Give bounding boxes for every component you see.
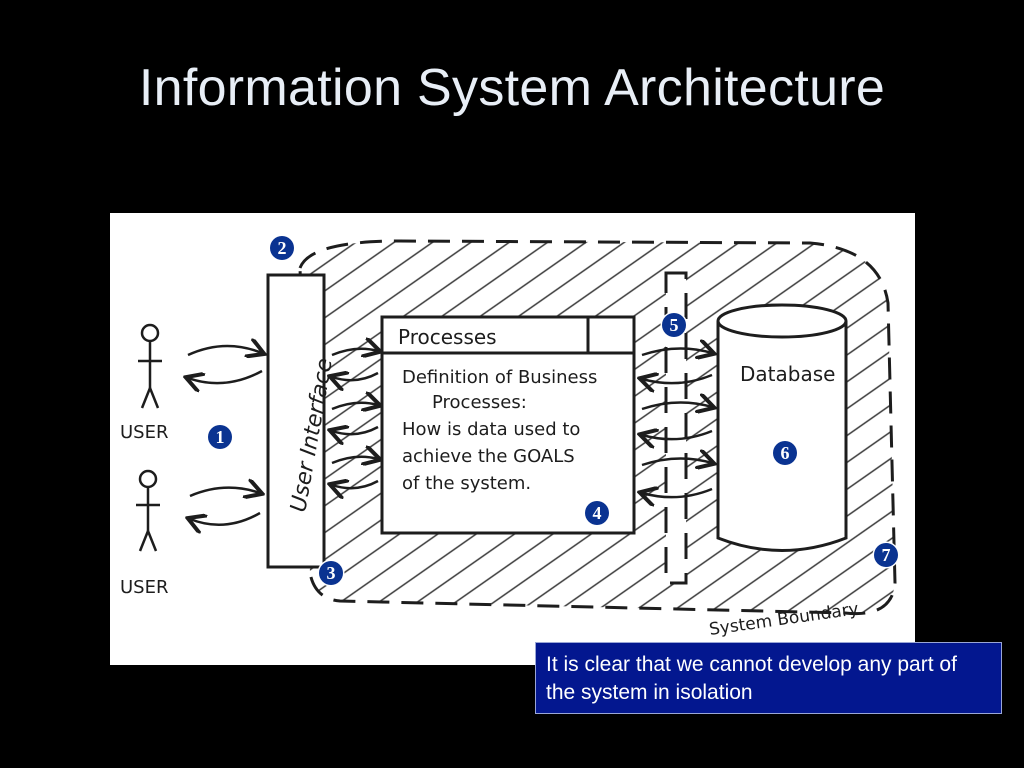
- database-cylinder: Database: [716, 303, 848, 552]
- architecture-sketch: User Interface Processes Definition of B…: [110, 213, 915, 665]
- user-label-1: USER: [120, 422, 168, 443]
- process-database-arrows: [642, 348, 712, 497]
- database-label: Database: [740, 362, 835, 386]
- badge-4: 4: [585, 501, 609, 525]
- slide-title: Information System Architecture: [138, 59, 886, 117]
- processes-line-1: Definition of Business: [402, 367, 597, 388]
- processes-box: Processes Definition of Business Process…: [380, 315, 636, 535]
- badge-7: 7: [874, 543, 898, 567]
- processes-line-3: How is data used to: [402, 419, 580, 440]
- user-label-2: USER: [120, 577, 168, 598]
- badge-6: 6: [773, 441, 797, 465]
- user-figure-1: [138, 323, 162, 409]
- badge-2: 2: [270, 236, 294, 260]
- user-ui-arrows: [188, 346, 262, 525]
- badge-3: 3: [319, 561, 343, 585]
- processes-line-5: of the system.: [402, 473, 531, 494]
- processes-line-4: achieve the GOALS: [402, 446, 575, 467]
- isolation-note: It is clear that we cannot develop any p…: [535, 642, 1002, 714]
- user-interface-bar: User Interface: [266, 273, 338, 569]
- badge-5: 5: [662, 313, 686, 337]
- ui-process-arrows: [332, 349, 378, 488]
- badge-1: 1: [208, 425, 232, 449]
- data-interface-strip: [664, 271, 688, 585]
- user-figure-2: [136, 469, 160, 552]
- processes-header: Processes: [398, 325, 497, 349]
- processes-line-2: Processes:: [432, 392, 527, 413]
